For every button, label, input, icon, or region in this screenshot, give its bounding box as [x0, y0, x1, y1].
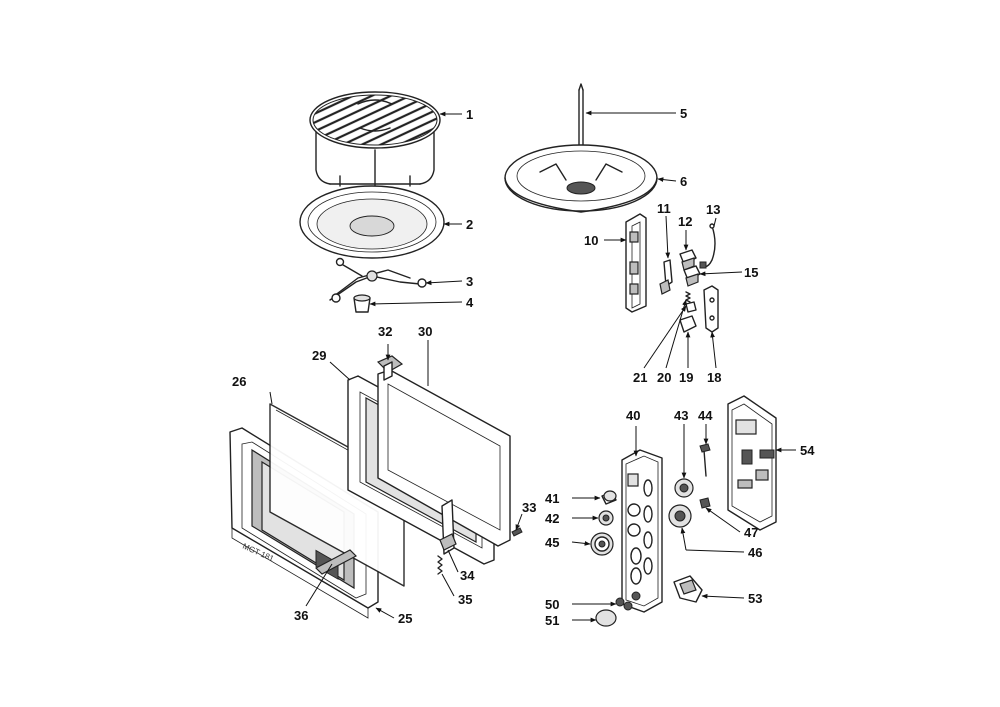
micro-switch-19	[679, 315, 697, 333]
callout-10: 10	[584, 233, 598, 248]
callout-51: 51	[545, 613, 559, 628]
knob-45	[590, 532, 614, 556]
callout-41: 41	[545, 491, 559, 506]
callout-3: 3	[466, 274, 473, 289]
latch-board	[625, 213, 647, 313]
callout-4: 4	[466, 295, 474, 310]
spring-20	[685, 291, 691, 303]
door-lever-36	[315, 549, 357, 575]
callout-2: 2	[466, 217, 473, 232]
rotisserie-dish	[504, 144, 658, 213]
lever-21	[685, 301, 697, 313]
knob-41	[601, 490, 617, 505]
screw-47	[699, 497, 711, 509]
callout-25: 25	[398, 611, 412, 626]
knob-42	[598, 510, 614, 526]
callout-46: 46	[748, 545, 762, 560]
grill-rack	[309, 91, 441, 187]
callout-11: 11	[657, 201, 671, 216]
callout-15: 15	[744, 265, 758, 280]
callout-40: 40	[626, 408, 640, 423]
callout-5: 5	[680, 106, 687, 121]
callout-32: 32	[378, 324, 392, 339]
callout-33: 33	[522, 500, 536, 515]
callout-35: 35	[458, 592, 472, 607]
callout-53: 53	[748, 591, 762, 606]
gear-43	[674, 478, 694, 498]
callout-13: 13	[706, 202, 720, 217]
callout-21: 21	[633, 370, 647, 385]
latch-53	[673, 575, 703, 603]
control-pcb-54	[727, 395, 777, 531]
callout-47: 47	[744, 525, 758, 540]
gear-46	[668, 504, 692, 528]
callout-54: 54	[800, 443, 815, 458]
callout-labels: 1 2 3 4 5 6 10 11 12 13 15 18 19 20 21 2…	[232, 106, 815, 628]
spring-35	[437, 555, 443, 575]
screw-44	[699, 443, 711, 477]
callout-26: 26	[232, 374, 246, 389]
callout-6: 6	[680, 174, 687, 189]
callout-20: 20	[657, 370, 671, 385]
callout-50: 50	[545, 597, 559, 612]
callout-19: 19	[679, 370, 693, 385]
callout-44: 44	[698, 408, 713, 423]
button-51	[595, 609, 617, 627]
control-panel-40	[621, 449, 663, 613]
latch-hook-34	[439, 499, 457, 555]
glass-turntable-tray	[299, 185, 445, 259]
spring-50	[615, 597, 633, 611]
switch-bracket-18	[703, 285, 719, 333]
callout-1: 1	[466, 107, 473, 122]
roller-ring	[329, 257, 427, 303]
switch-lever-11	[659, 259, 673, 295]
callout-34: 34	[460, 568, 475, 583]
micro-switch-15	[683, 265, 701, 287]
callout-45: 45	[545, 535, 559, 550]
callout-43: 43	[674, 408, 688, 423]
callout-18: 18	[707, 370, 721, 385]
coupler	[353, 294, 371, 313]
fuse-wire-13	[699, 223, 716, 269]
screw-33	[511, 527, 523, 537]
callout-29: 29	[312, 348, 326, 363]
callout-12: 12	[678, 214, 692, 229]
leader-lines	[269, 110, 796, 623]
callout-36: 36	[294, 608, 308, 623]
callout-30: 30	[418, 324, 432, 339]
callout-42: 42	[545, 511, 559, 526]
